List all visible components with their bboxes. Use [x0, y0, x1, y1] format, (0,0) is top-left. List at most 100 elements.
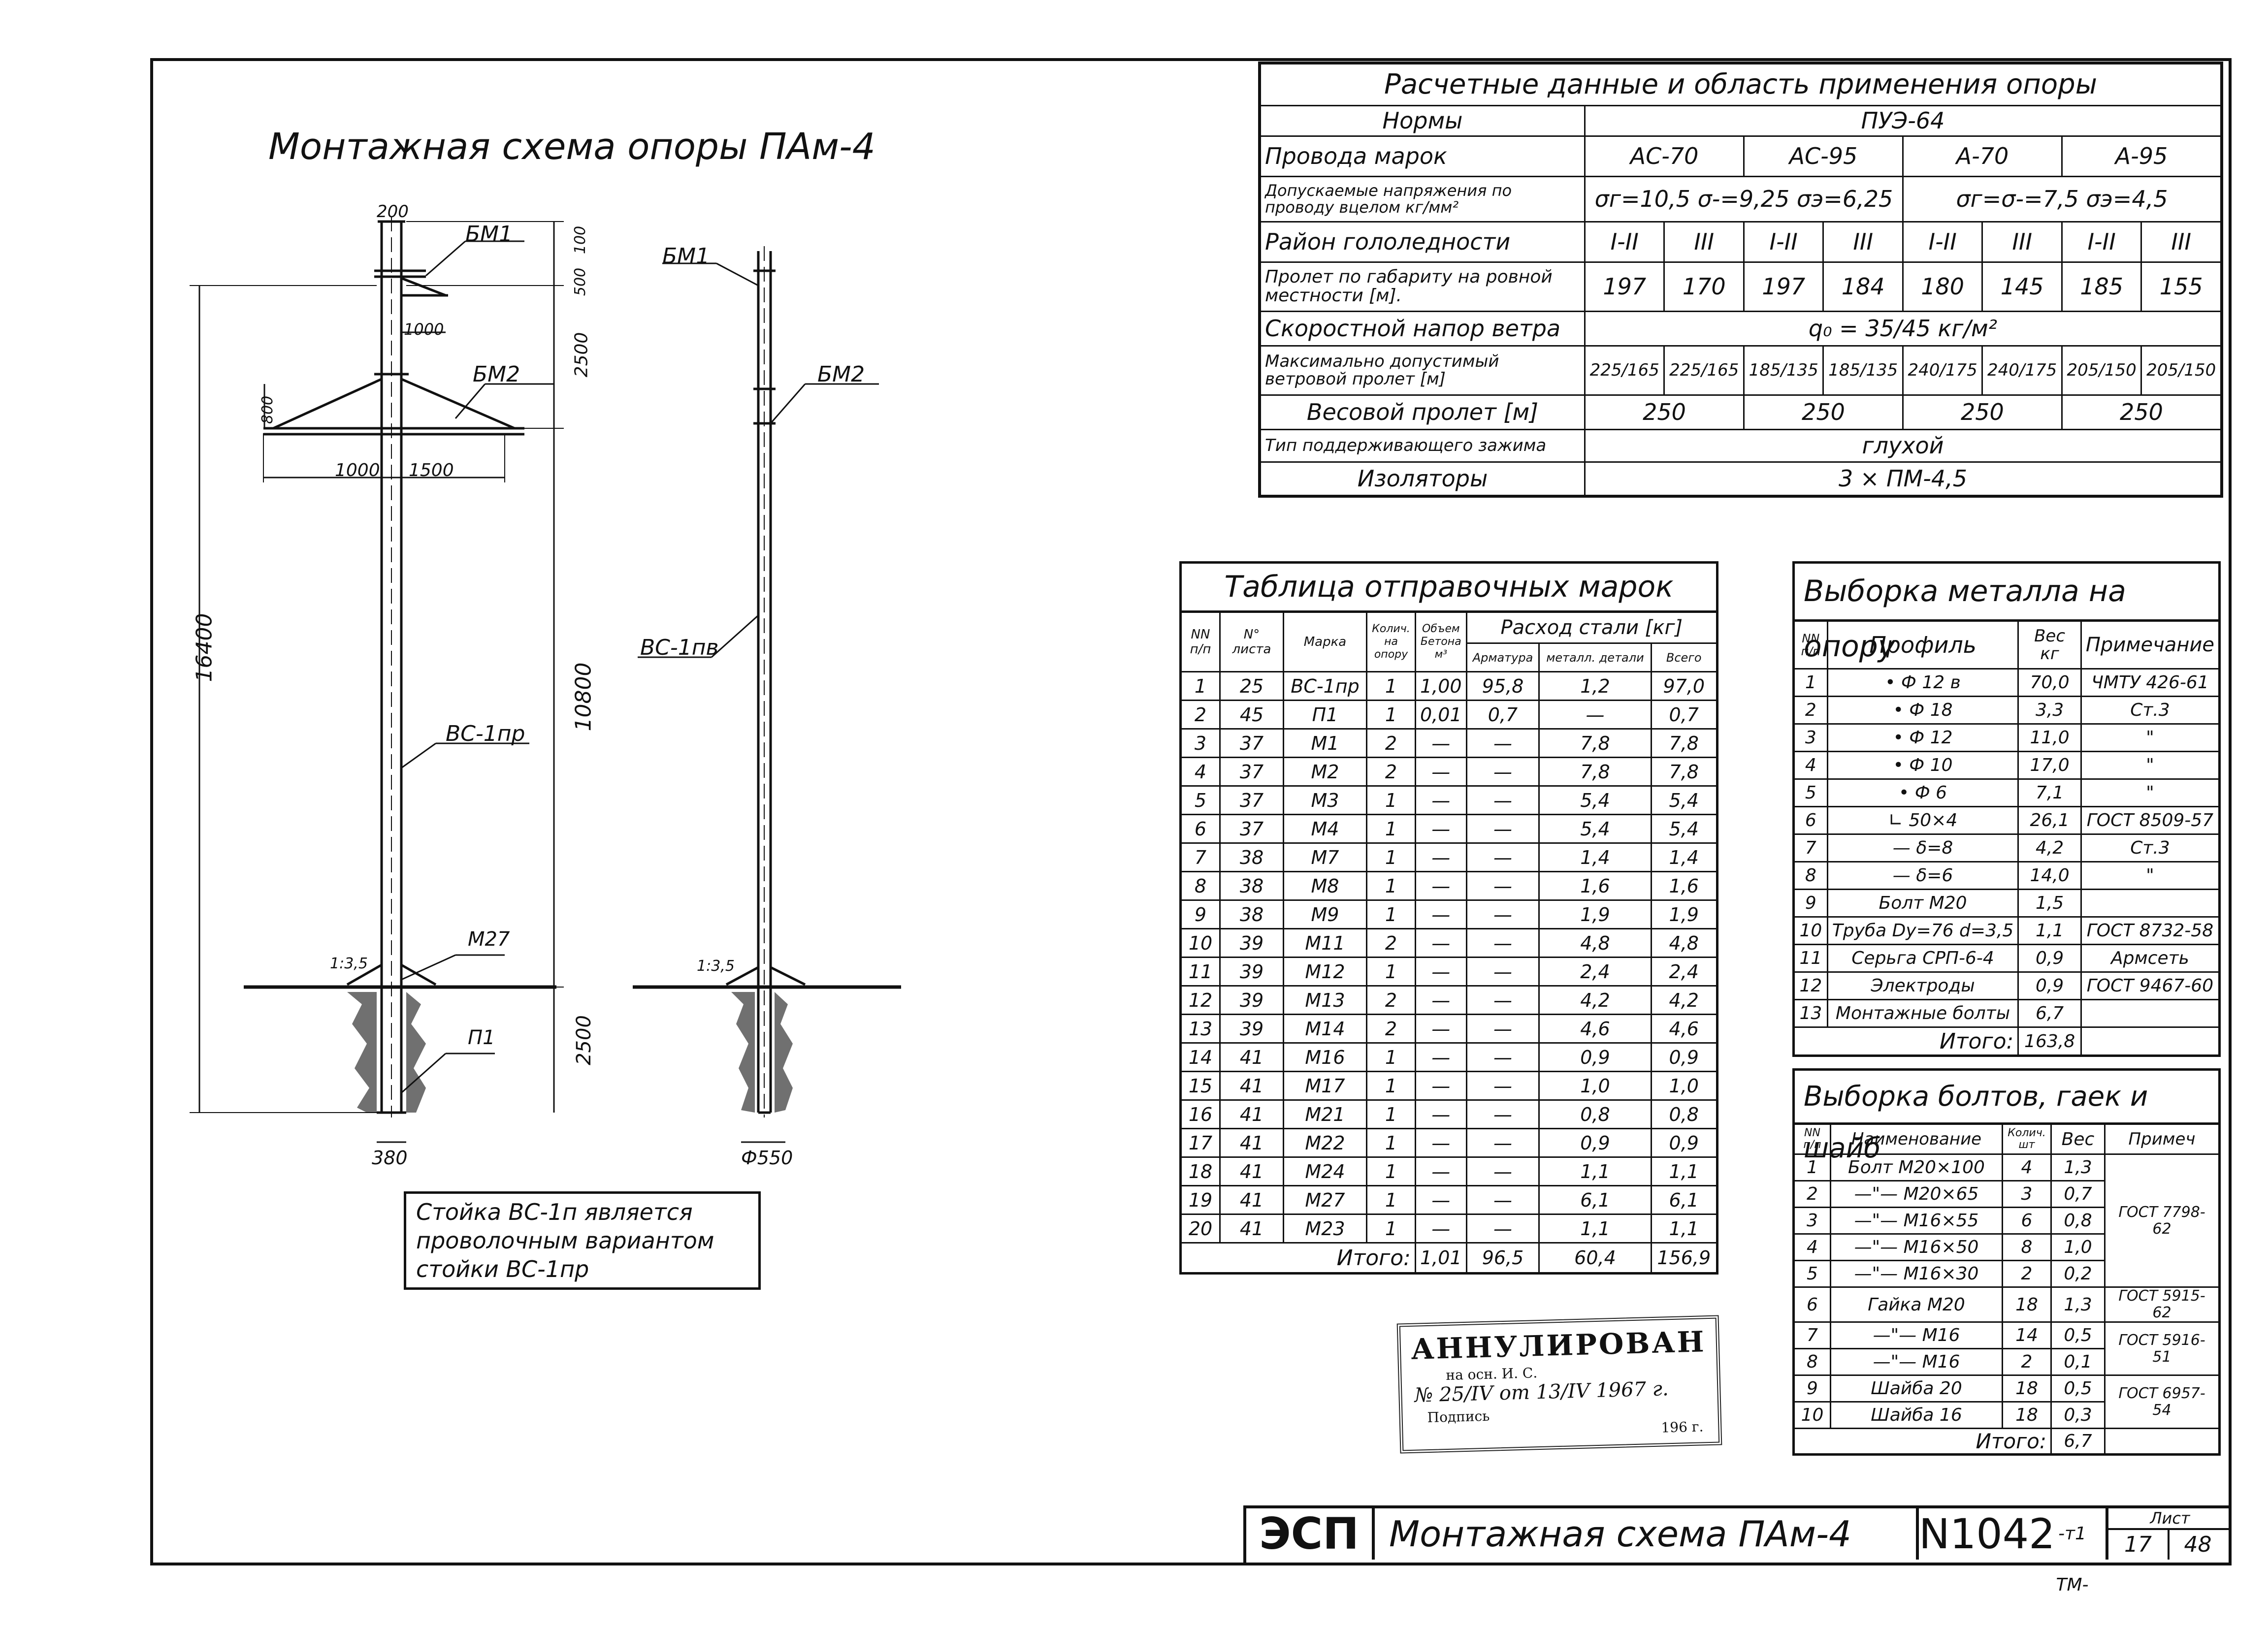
cell-total: 4,6 — [1650, 1014, 1718, 1044]
cell-metal: 0,9 — [1538, 1128, 1652, 1158]
ship-table-frame: Таблица отправочных марок — [1179, 561, 1718, 610]
cell-weight: 7,1 — [2017, 778, 2082, 807]
ice-cell: I-II — [2061, 221, 2142, 263]
cell-total: 0,9 — [1650, 1128, 1718, 1158]
cell-profile: • Ф 10 — [1826, 751, 2019, 780]
stamp-date: от 13/IV 1967 г. — [1499, 1377, 1669, 1405]
cell-sheet: 38 — [1219, 871, 1284, 901]
cell-rebar: — — [1465, 1099, 1540, 1129]
cell-qty: 2 — [1366, 985, 1416, 1015]
cell-profile: Труба Dу=76 d=3,5 — [1826, 916, 2019, 945]
cell-qty: 1 — [1366, 1156, 1416, 1186]
cell-qty: 2 — [1366, 728, 1416, 758]
cell-nn: 2 — [1180, 700, 1221, 730]
title-sheet-total: 48 — [2184, 1532, 2212, 1557]
ship-table: NN п/п N° листа Марка Колич. на опору Об… — [1179, 610, 1718, 1275]
cell-mark: М27 — [1283, 1185, 1367, 1215]
ice-cell: I-II — [1584, 221, 1665, 263]
cell-total: 4,2 — [1650, 985, 1718, 1015]
cell-profile: • Ф 12 — [1826, 723, 2019, 752]
cell-total: 1,1 — [1650, 1156, 1718, 1186]
cell-volume: — — [1415, 1128, 1467, 1158]
cell-weight: 0,1 — [2050, 1348, 2106, 1376]
cell-weight: 0,9 — [2017, 971, 2082, 1000]
cell-mark: М17 — [1283, 1071, 1367, 1101]
cell-nn: 6 — [1180, 814, 1221, 844]
cell-mark: М7 — [1283, 842, 1367, 872]
cell-qty: 4 — [2002, 1153, 2052, 1181]
ice-label: Район гололедности — [1259, 221, 1586, 263]
cell-qty: 1 — [1366, 785, 1416, 815]
cell-nn: 7 — [1793, 833, 1828, 862]
cell-sheet: 41 — [1219, 1128, 1284, 1158]
wind-label: Скоростной напор ветра — [1259, 310, 1586, 347]
cell-sheet: 39 — [1219, 1014, 1284, 1044]
maxwind-cell: 240/175 — [1981, 345, 2063, 396]
wind-value: q₀ = 35/45 кг/м² — [1584, 310, 2223, 347]
cell-metal: 7,8 — [1538, 728, 1652, 758]
cell-metal: 0,8 — [1538, 1099, 1652, 1129]
slope-label-2: 1:3,5 — [697, 958, 735, 975]
annulled-stamp: АННУЛИРОВАН на осн. И. С. № 25/IV от 13/… — [1396, 1315, 1722, 1454]
cell-sheet: 41 — [1219, 1042, 1284, 1072]
cell-qty: 14 — [2002, 1321, 2052, 1349]
dim-100: 100 — [572, 225, 589, 255]
cell-name: —"— М16×50 — [1830, 1233, 2003, 1261]
cell-nn: 19 — [1180, 1185, 1221, 1215]
ice-cell: I-II — [1902, 221, 1983, 263]
cell-name: —"— М16 — [1830, 1348, 2003, 1376]
cell-nn: 4 — [1793, 1233, 1831, 1261]
cell-rebar: — — [1465, 1128, 1540, 1158]
insul-label: Изоляторы — [1259, 461, 1586, 497]
cell-name: Болт М20×100 — [1830, 1153, 2003, 1181]
ship-h-vol: Объем Бетона м³ — [1415, 611, 1467, 672]
cell-mark: М16 — [1283, 1042, 1367, 1072]
cell-metal: 4,6 — [1538, 1014, 1652, 1044]
cell-sheet: 38 — [1219, 842, 1284, 872]
wire-a95: А-95 — [2061, 135, 2223, 177]
cell-mark: М4 — [1283, 814, 1367, 844]
title-number: N1042 — [1916, 1508, 2055, 1560]
title-series: -т1 ТМ- — [2056, 1524, 2089, 1595]
cell-mark: М14 — [1283, 1014, 1367, 1044]
cell-note: " — [2080, 778, 2221, 807]
cell-profile: Монтажные болты — [1826, 999, 2019, 1028]
cell-nn: 3 — [1793, 1207, 1831, 1235]
ship-total-metal: 60,4 — [1538, 1242, 1652, 1274]
span-label: Пролет по габариту на ровной местности [… — [1259, 261, 1586, 312]
cell-weight: 17,0 — [2017, 751, 2082, 780]
cell-sheet: 41 — [1219, 1213, 1284, 1244]
ship-h-sheet: N° листа — [1219, 611, 1284, 672]
cell-nn: 7 — [1793, 1321, 1831, 1349]
weight-cell: 250 — [2061, 394, 2223, 430]
cell-mark: М21 — [1283, 1099, 1367, 1129]
cell-rebar: — — [1465, 842, 1540, 872]
maxwind-cell: 240/175 — [1902, 345, 1983, 396]
bolts-h-name: Наименование — [1830, 1123, 2003, 1155]
ice-cell: I-II — [1743, 221, 1824, 263]
cell-profile: — δ=8 — [1826, 833, 2019, 862]
cell-nn: 5 — [1180, 785, 1221, 815]
cell-total: 97,0 — [1650, 671, 1718, 701]
cell-volume: — — [1415, 871, 1467, 901]
cell-note — [2080, 889, 2221, 918]
cell-total: 1,0 — [1650, 1071, 1718, 1101]
cell-note: " — [2080, 861, 2221, 890]
cell-mark: М3 — [1283, 785, 1367, 815]
pole-drawing — [190, 217, 901, 1143]
drawing-title: Монтажная схема опоры ПАм-4 — [268, 126, 875, 168]
